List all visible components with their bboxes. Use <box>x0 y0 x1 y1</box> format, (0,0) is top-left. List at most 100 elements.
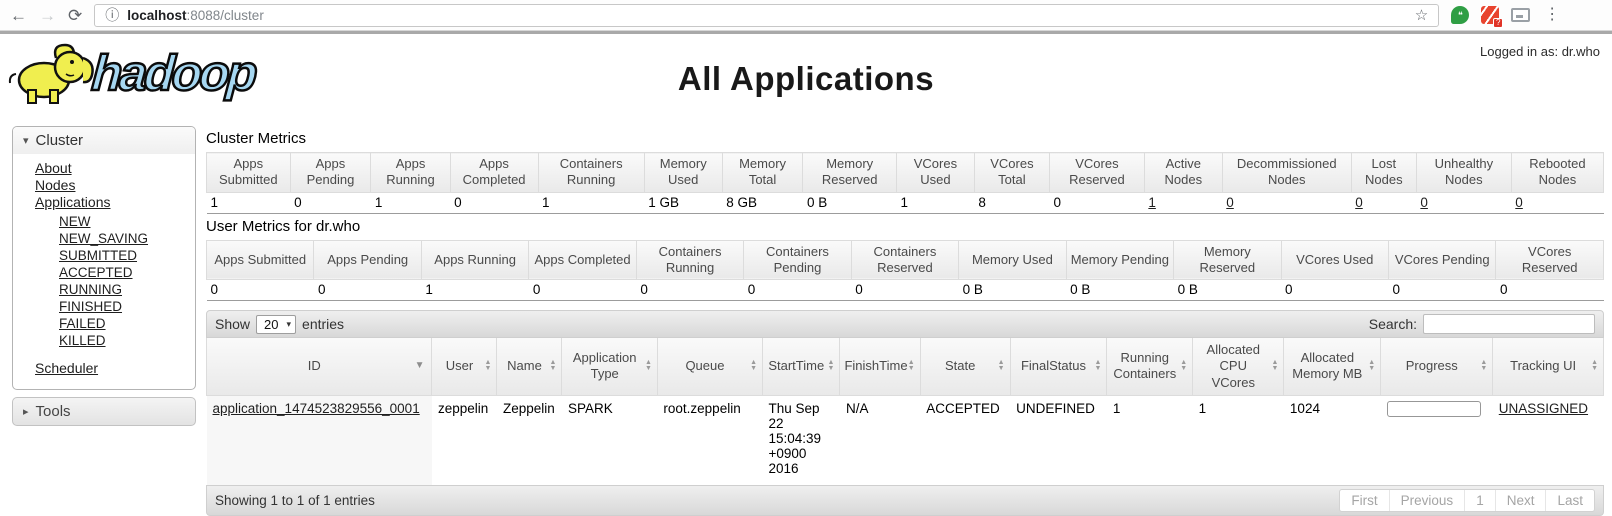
page-title: All Applications <box>677 60 935 97</box>
apps-col-tracking-ui[interactable]: Tracking UI▲▼ <box>1492 338 1604 396</box>
cm-value-link-rebooted-nodes[interactable]: 0 <box>1515 194 1523 210</box>
apps-col-allocated-memory-mb[interactable]: Allocated Memory MB▲▼ <box>1283 338 1382 396</box>
cm-value-vcores-reserved: 0 <box>1049 192 1145 214</box>
um-col-vcores-pending: VCores Pending <box>1387 239 1497 280</box>
sidebar-item-about[interactable]: About <box>35 160 72 176</box>
cm-value-apps-submitted: 1 <box>206 192 291 214</box>
app-cell-starttime: Thu Sep 22 15:04:39 +0900 2016 <box>768 400 822 476</box>
um-col-memory-reserved: Memory Reserved <box>1173 239 1282 280</box>
pagination-previous[interactable]: Previous <box>1388 490 1465 512</box>
cm-col-vcores-total: VCores Total <box>973 152 1050 193</box>
green-extension-icon[interactable]: ❝ <box>1451 6 1470 24</box>
cm-value-vcores-total: 8 <box>974 192 1050 214</box>
app-cell-tracking-ui: UNASSIGNED <box>1493 395 1604 485</box>
cm-value-link-active-nodes[interactable]: 1 <box>1148 194 1156 210</box>
app-cell-user: zeppelin <box>437 400 489 416</box>
apps-col-finalstatus[interactable]: FinalStatus▲▼ <box>1009 338 1108 396</box>
sidebar-item-killed[interactable]: KILLED <box>59 333 106 348</box>
sidebar-item-running[interactable]: RUNNING <box>59 282 122 297</box>
sidebar-item-finished[interactable]: FINISHED <box>59 299 123 314</box>
cm-col-active-nodes: Active Nodes <box>1143 152 1223 193</box>
app-link-id[interactable]: application_1474523829556_0001 <box>212 400 420 416</box>
search-input[interactable] <box>1423 314 1595 334</box>
logged-in-label: Logged in as: dr.who <box>1480 44 1600 59</box>
apps-col-state[interactable]: State▲▼ <box>919 338 1011 396</box>
um-value-memory-reserved: 0 B <box>1173 279 1282 301</box>
apps-col-user[interactable]: User▲▼ <box>431 338 498 396</box>
bookmark-star-icon[interactable]: ☆ <box>1414 7 1429 24</box>
hadoop-logo: hadoop <box>6 40 263 106</box>
sidebar-item-failed[interactable]: FAILED <box>59 316 106 331</box>
cm-value-vcores-used: 1 <box>896 192 975 214</box>
grey-extension-icon[interactable] <box>1511 8 1531 22</box>
hadoop-elephant-icon <box>8 43 94 104</box>
apps-col-running-containers[interactable]: Running Containers▲▼ <box>1106 338 1194 396</box>
um-value-apps-pending: 0 <box>313 279 422 301</box>
cm-value-rebooted-nodes: 0 <box>1511 192 1604 214</box>
cm-col-unhealthy-nodes: Unhealthy Nodes <box>1415 152 1512 193</box>
back-icon[interactable]: ← <box>10 5 27 25</box>
cm-value-apps-running: 1 <box>370 192 451 214</box>
pagination-1[interactable]: 1 <box>1464 490 1495 512</box>
pagination-first[interactable]: First <box>1351 493 1378 509</box>
um-col-apps-running: Apps Running <box>420 239 530 280</box>
reload-icon[interactable]: ⟳ <box>68 5 83 25</box>
sidebar-item-new[interactable]: NEW <box>59 214 91 229</box>
cm-value-decommissioned-nodes: 0 <box>1222 192 1352 214</box>
app-cell-finishtime: N/A <box>845 400 869 416</box>
red-extension-icon[interactable]: ? <box>1481 6 1504 28</box>
um-value-vcores-pending: 0 <box>1388 279 1496 301</box>
info-icon[interactable]: ⓘ <box>105 7 120 23</box>
sort-both-icon: ▲▼ <box>1591 359 1598 373</box>
apps-col-starttime[interactable]: StartTime▲▼ <box>762 338 841 396</box>
cm-value-memory-reserved: 0 B <box>802 192 897 214</box>
apps-col-application-type[interactable]: Application Type▲▼ <box>561 338 658 396</box>
sort-both-icon: ▲▼ <box>484 359 492 373</box>
url-bar[interactable]: ⓘ localhost:8088/cluster ☆ <box>94 3 1440 27</box>
cm-value-link-decommissioned-nodes[interactable]: 0 <box>1226 194 1234 210</box>
cm-value-link-unhealthy-nodes[interactable]: 0 <box>1420 194 1428 210</box>
pagination-next[interactable]: Next <box>1494 490 1546 512</box>
cm-value-memory-total: 8 GB <box>722 192 803 214</box>
hadoop-logo-text: hadoop <box>89 44 258 103</box>
sidebar-item-accepted[interactable]: ACCEPTED <box>59 265 133 280</box>
page-size-select[interactable]: 20 ▾ <box>256 314 297 334</box>
cm-value-link-lost-nodes[interactable]: 0 <box>1355 194 1363 210</box>
apps-col-progress[interactable]: Progress▲▼ <box>1380 338 1494 396</box>
apps-col-allocated-cpu-vcores[interactable]: Allocated CPU VCores▲▼ <box>1192 338 1285 396</box>
sort-both-icon: ▲▼ <box>907 359 915 373</box>
dropdown-arrow-icon: ▾ <box>286 318 292 329</box>
app-cell-queue: root.zeppelin <box>663 400 741 416</box>
sidebar-item-applications[interactable]: Applications <box>35 194 111 210</box>
apps-col-finishtime[interactable]: FinishTime▲▼ <box>839 338 921 396</box>
sidebar-item-new-saving[interactable]: NEW_SAVING <box>59 231 149 246</box>
sort-both-icon: ▲▼ <box>1480 359 1488 373</box>
pagination-last[interactable]: Last <box>1545 490 1594 512</box>
app-cell-id: application_1474523829556_0001 <box>206 395 432 486</box>
sidebar-item-scheduler[interactable]: Scheduler <box>35 360 99 376</box>
apps-col-queue[interactable]: Queue▲▼ <box>656 338 764 396</box>
um-value-apps-completed: 0 <box>528 279 637 301</box>
browser-menu-icon[interactable]: ⋮ <box>1544 6 1561 23</box>
apps-col-id[interactable]: ID▼ <box>205 338 433 396</box>
sidebar-tools-header[interactable]: ▸ Tools <box>12 397 196 426</box>
um-value-containers-running: 0 <box>636 279 744 301</box>
forward-icon[interactable]: → <box>39 5 56 25</box>
sidebar-item-submitted[interactable]: SUBMITTED <box>59 248 138 263</box>
extension-badge: ? <box>1493 18 1504 28</box>
url-text: localhost:8088/cluster <box>127 7 264 23</box>
app-link-tracking-ui[interactable]: UNASSIGNED <box>1498 400 1589 416</box>
sidebar-cluster-header[interactable]: ▾ Cluster <box>13 127 195 154</box>
app-cell-application-type: SPARK <box>567 400 613 416</box>
apps-col-name[interactable]: Name▲▼ <box>496 338 563 396</box>
cm-value-lost-nodes: 0 <box>1351 192 1417 214</box>
sidebar-item-nodes[interactable]: Nodes <box>35 177 76 193</box>
chevron-down-icon: ▾ <box>23 135 29 147</box>
user-metrics-title: User Metrics for dr.who <box>206 217 361 235</box>
